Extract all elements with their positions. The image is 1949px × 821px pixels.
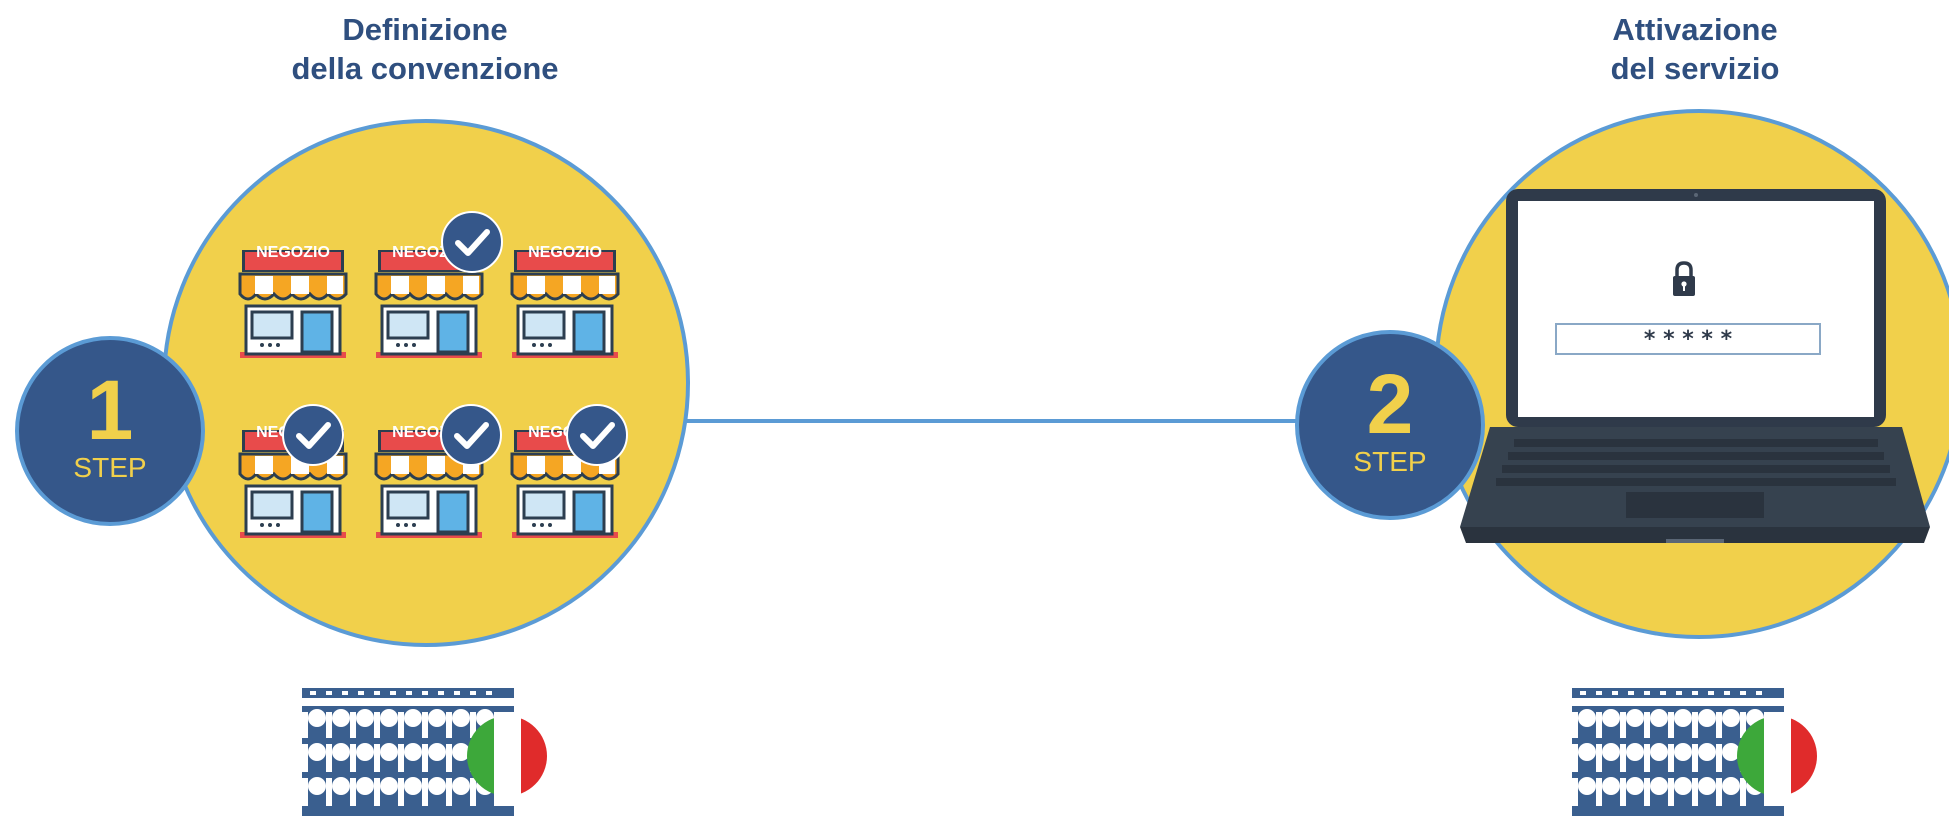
- italy-flag-icon: [1737, 716, 1818, 796]
- step-connector-line: [686, 419, 1298, 423]
- step-1-title-line1: Definizione: [225, 10, 625, 49]
- coliseum-logo-1: [302, 688, 554, 816]
- italy-flag-icon: [467, 716, 548, 796]
- step-1-title-line2: della convenzione: [225, 49, 625, 88]
- check-icon: [282, 404, 344, 466]
- step-1-title: Definizione della convenzione: [225, 10, 625, 88]
- step-2-number: 2: [1299, 362, 1481, 446]
- coliseum-icon: [302, 688, 554, 816]
- check-icon: [566, 404, 628, 466]
- password-field[interactable]: * * * * *: [1555, 323, 1821, 355]
- step-1-circle: [162, 119, 690, 647]
- step-1-label: STEP: [19, 453, 201, 483]
- laptop-icon: [1456, 187, 1934, 557]
- step-1-badge: 1 STEP: [15, 336, 205, 526]
- step-2-title-line2: del servizio: [1495, 49, 1895, 88]
- coliseum-icon: [1572, 688, 1824, 816]
- step-1-number: 1: [19, 368, 201, 452]
- shop-sign-label: NEGOZIO: [516, 242, 614, 264]
- shop-icon: NEGOZIO: [234, 242, 352, 360]
- step-2-title-line1: Attivazione: [1495, 10, 1895, 49]
- check-icon: [441, 211, 503, 273]
- step-2-badge: 2 STEP: [1295, 330, 1485, 520]
- coliseum-logo-2: [1572, 688, 1824, 816]
- step-2-label: STEP: [1299, 447, 1481, 477]
- lock-icon: [1672, 260, 1696, 298]
- shop-icon: NEGOZIO: [506, 242, 624, 360]
- shop-sign-label: NEGOZIO: [244, 242, 342, 264]
- step-2-title: Attivazione del servizio: [1495, 10, 1895, 88]
- password-mask: * * * * *: [1644, 327, 1732, 352]
- check-icon: [440, 404, 502, 466]
